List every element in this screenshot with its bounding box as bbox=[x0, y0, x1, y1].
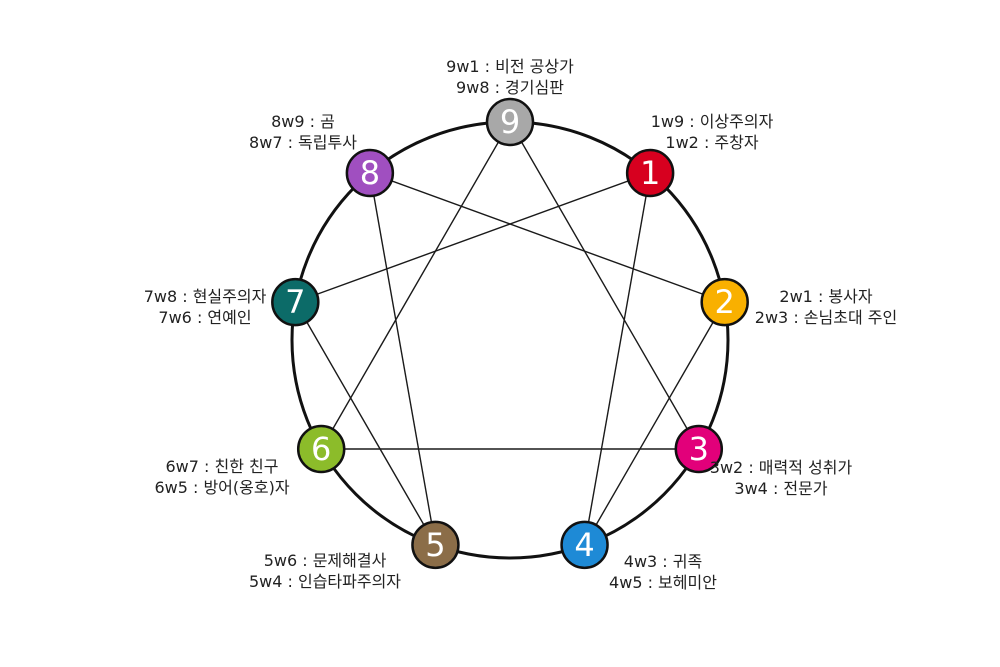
wing-label-2-1: 2w1 : 봉사자 bbox=[779, 287, 872, 306]
wing-labels: 1w9 : 이상주의자 1w2 : 주창자 2w1 : 봉사자 2w3 : 손님초대 … bbox=[144, 57, 898, 592]
type-node-9: 9 bbox=[485, 97, 535, 147]
type-circle-6 bbox=[296, 424, 346, 474]
wing-label-9-1: 9w1 : 비전 공상가 bbox=[446, 57, 574, 76]
type-circle-4 bbox=[560, 520, 609, 570]
wing-label-8-2: 8w7 : 독립투사 bbox=[249, 133, 357, 152]
type-number-8: 8 bbox=[360, 154, 380, 192]
wing-label-4-1: 4w3 : 귀족 bbox=[624, 552, 702, 571]
connection-line-2-8 bbox=[369, 172, 725, 303]
connection-line-6-9 bbox=[320, 121, 511, 450]
type-number-4: 4 bbox=[574, 526, 594, 564]
wing-label-8-1: 8w9 : 곰 bbox=[271, 112, 335, 131]
type-node-5: 5 bbox=[411, 520, 460, 570]
type-node-7: 7 bbox=[271, 277, 320, 327]
type-number-5: 5 bbox=[425, 526, 445, 564]
type-number-7: 7 bbox=[285, 283, 305, 321]
connection-line-8-5 bbox=[369, 172, 437, 545]
connection-line-1-4 bbox=[583, 172, 651, 545]
wing-label-2-2: 2w3 : 손님초대 주인 bbox=[755, 308, 897, 327]
wing-label-6-1: 6w7 : 친한 친구 bbox=[166, 457, 279, 476]
connection-line-7-1 bbox=[295, 172, 651, 303]
wing-label-6-2: 6w5 : 방어(옹호)자 bbox=[154, 478, 289, 497]
type-number-3: 3 bbox=[689, 430, 709, 468]
wing-label-4-2: 4w5 : 보헤미안 bbox=[609, 573, 717, 592]
connection-line-9-3 bbox=[509, 121, 700, 450]
type-number-6: 6 bbox=[311, 430, 331, 468]
connection-lines bbox=[294, 121, 726, 546]
wing-label-5-2: 5w4 : 인습타파주의자 bbox=[249, 572, 401, 591]
wing-label-1-2: 1w2 : 주창자 bbox=[665, 133, 758, 152]
wing-label-7-1: 7w8 : 현실주의자 bbox=[144, 287, 267, 306]
type-circle-5 bbox=[411, 520, 460, 570]
wing-label-1-1: 1w9 : 이상주의자 bbox=[651, 112, 774, 131]
type-circle-3 bbox=[674, 424, 724, 474]
connection-line-5-7 bbox=[294, 301, 437, 546]
type-circle-7 bbox=[271, 277, 320, 327]
type-nodes: 1 2 3 4 5 6 7 8 9 bbox=[271, 97, 749, 570]
type-node-2: 2 bbox=[700, 277, 749, 327]
connection-line-4-2 bbox=[583, 301, 726, 546]
wing-label-9-2: 9w8 : 경기심판 bbox=[456, 78, 564, 97]
type-number-9: 9 bbox=[500, 103, 520, 141]
type-node-8: 8 bbox=[345, 148, 395, 198]
wing-label-5-1: 5w6 : 문제해결사 bbox=[264, 551, 387, 570]
type-node-4: 4 bbox=[560, 520, 609, 570]
wing-label-3-2: 3w4 : 전문가 bbox=[734, 479, 827, 498]
type-node-1: 1 bbox=[625, 148, 675, 198]
wing-label-7-2: 7w6 : 연예인 bbox=[158, 308, 251, 327]
wing-label-3-1: 3w2 : 매력적 성취가 bbox=[710, 458, 853, 477]
type-number-2: 2 bbox=[715, 283, 735, 321]
type-node-6: 6 bbox=[296, 424, 346, 474]
type-node-3: 3 bbox=[674, 424, 724, 474]
type-number-1: 1 bbox=[640, 154, 660, 192]
type-circle-8 bbox=[345, 148, 395, 198]
type-circle-1 bbox=[625, 148, 675, 198]
type-circle-2 bbox=[700, 277, 749, 327]
type-circle-9 bbox=[485, 97, 535, 147]
